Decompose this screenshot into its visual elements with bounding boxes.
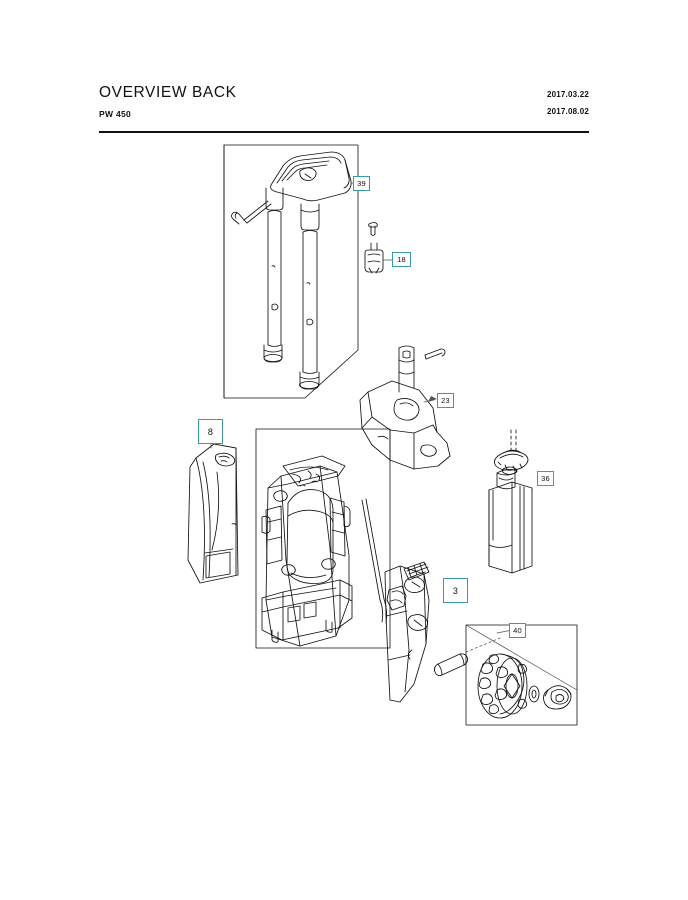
handle-tube-right (299, 230, 320, 390)
detergent-tank-part (488, 429, 533, 574)
group-box-wheel (465, 624, 578, 726)
page-title: OVERVIEW BACK (99, 84, 237, 101)
date-secondary: 2017.08.02 (546, 107, 589, 116)
main-body-part (261, 455, 353, 647)
wheel-washer (528, 685, 540, 703)
callout-36-detergent-tank[interactable]: 36 (537, 471, 554, 486)
revision-dates: 2017.03.22 2017.08.02 (547, 86, 589, 120)
callout-23-motor-frame[interactable]: 23 (437, 393, 454, 408)
callout-8-side-cover[interactable]: 8 (198, 419, 223, 444)
group-box-main-body (255, 428, 391, 649)
document-header: OVERVIEW BACK PW 450 2017.03.22 2017.08.… (99, 84, 589, 119)
date-primary: 2017.03.22 (546, 90, 589, 99)
handle-grip (270, 151, 352, 202)
header-divider (99, 131, 589, 133)
bolt-handle (231, 200, 272, 225)
wheel-hubcap (543, 685, 572, 710)
rod-linkage (361, 498, 388, 624)
cable-clamp-part (364, 242, 384, 274)
screw-clamp (368, 222, 378, 236)
handle-couplers (265, 187, 320, 231)
callout-18-cable-clamp[interactable]: 18 (392, 252, 411, 267)
callout-40-wheel-assembly[interactable]: 40 (509, 623, 526, 638)
nozzle-part (434, 653, 468, 676)
callout-3-rear-cover[interactable]: 3 (443, 578, 468, 603)
rear-cover-part (384, 565, 430, 703)
callout-39-handle-assembly[interactable]: 39 (353, 176, 370, 191)
hose-connector (386, 585, 407, 611)
vent-grill (403, 561, 430, 581)
bolt-frame (424, 348, 446, 360)
wheel-part (477, 653, 528, 719)
group-box-handle (223, 144, 359, 399)
handle-tube-left (263, 210, 283, 363)
frame-post (398, 345, 415, 393)
side-cover-left-part (187, 443, 239, 584)
model-designation: PW 450 (99, 109, 132, 119)
